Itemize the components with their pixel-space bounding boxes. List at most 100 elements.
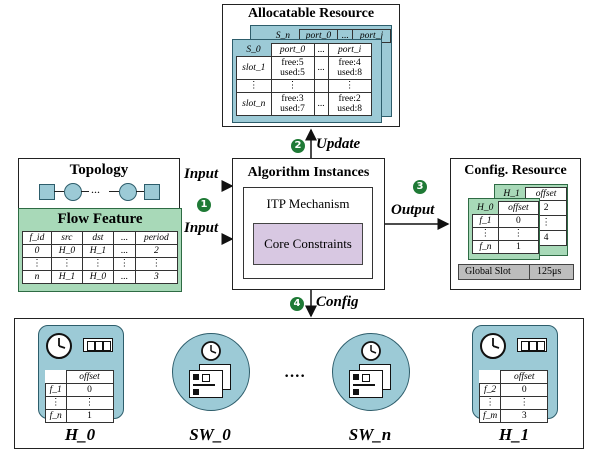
h1-cell: ⋮ bbox=[478, 396, 502, 410]
flow-cell: H_0 bbox=[81, 270, 114, 284]
alloc-front-porti: port_i bbox=[327, 43, 372, 57]
core-constraints-box: Core Constraints bbox=[253, 223, 363, 265]
config-front-table: H_0 offset f_1 0 ⋮ ⋮ f_n 1 bbox=[472, 201, 540, 254]
switch-sw0 bbox=[172, 333, 250, 411]
flow-cell: 2 bbox=[134, 244, 179, 258]
config-cell: ⋮ bbox=[497, 227, 540, 241]
alloc-slot-label: slot_1 bbox=[236, 56, 272, 80]
host-h1-name: H_1 bbox=[498, 425, 530, 444]
output-label: Output bbox=[391, 202, 435, 218]
topology-title: Topology bbox=[69, 162, 129, 178]
alloc-front-s0: S_0 bbox=[246, 44, 261, 55]
config-cell: f_n bbox=[472, 240, 499, 254]
switch-table-icon bbox=[349, 370, 383, 398]
flow-feature-title: Flow Feature bbox=[57, 211, 143, 227]
h0-cell: 0 bbox=[65, 383, 114, 397]
alloc-row: slot_n free:3 used:7 ... free:2 used:8 bbox=[236, 92, 372, 116]
topology-line bbox=[136, 191, 144, 192]
config-front-card: H_0 offset f_1 0 ⋮ ⋮ f_n 1 bbox=[468, 198, 540, 260]
alloc-front-port0: port_0 bbox=[270, 43, 315, 57]
alloc-cell: free:3 used:7 bbox=[270, 92, 315, 116]
config-row: f_n 1 bbox=[472, 240, 540, 254]
h1-offset-header: offset bbox=[500, 370, 549, 384]
global-slot-label: Global Slot bbox=[465, 266, 511, 277]
switch-swn bbox=[332, 333, 410, 411]
step-badge-4: 4 bbox=[290, 297, 304, 311]
h0-cell: f_1 bbox=[45, 383, 67, 397]
config-front-offset: offset bbox=[497, 201, 540, 215]
input-label-topology: Input bbox=[184, 166, 219, 182]
config-resource-title: Config. Resource bbox=[464, 163, 567, 178]
flow-cell: H_1 bbox=[81, 244, 114, 258]
h1-cell: ⋮ bbox=[500, 396, 549, 410]
flow-cell: ... bbox=[112, 244, 136, 258]
flow-feature-panel: Flow Feature f_id src dst ... period 0 H… bbox=[18, 208, 182, 292]
update-label: Update bbox=[316, 136, 361, 152]
topology-panel: Topology ... bbox=[18, 158, 180, 210]
alloc-cell: ⋮ bbox=[327, 79, 372, 93]
alloc-slot-label: ⋮ bbox=[236, 79, 272, 93]
flow-cell: 3 bbox=[134, 270, 179, 284]
clock-icon bbox=[46, 333, 72, 359]
flow-header-cell: f_id bbox=[22, 231, 52, 245]
flow-cell: 0 bbox=[22, 244, 52, 258]
topology-switch-icon bbox=[39, 184, 55, 200]
topology-line bbox=[109, 191, 119, 192]
alloc-front-dots: ... bbox=[313, 43, 329, 57]
global-slot-value: 125μs bbox=[537, 266, 562, 277]
alloc-cell: ... bbox=[313, 56, 329, 80]
clock-icon bbox=[201, 341, 221, 361]
h1-row: ⋮⋮ bbox=[478, 396, 549, 410]
alloc-front-card: S_0 port_0 ... port_i slot_1 free:5 used… bbox=[232, 39, 382, 123]
h1-cell: f_2 bbox=[478, 383, 502, 397]
alloc-cell: ⋮ bbox=[270, 79, 315, 93]
global-slot-bar: Global Slot 125μs bbox=[458, 264, 574, 280]
flow-cell: n bbox=[22, 270, 52, 284]
switch-ellipsis: ···· bbox=[284, 368, 306, 385]
algorithm-instances-title: Algorithm Instances bbox=[247, 165, 370, 180]
global-slot-divider bbox=[529, 265, 530, 279]
topology-dots: ... bbox=[91, 182, 100, 196]
topology-line bbox=[81, 191, 89, 192]
flow-row: 0 H_0 H_1 ... 2 bbox=[22, 244, 179, 258]
flow-feature-table: f_id src dst ... period 0 H_0 H_1 ... 2 … bbox=[22, 231, 179, 284]
alloc-back-sn: S_n bbox=[275, 31, 290, 41]
alloc-cell: free:2 used:8 bbox=[327, 92, 372, 116]
step-badge-3: 3 bbox=[413, 180, 427, 194]
flow-cell: ⋮ bbox=[134, 257, 179, 271]
flow-cell: ... bbox=[112, 270, 136, 284]
flow-header-cell: dst bbox=[81, 231, 114, 245]
alloc-cell: ... bbox=[313, 92, 329, 116]
h1-cell: 3 bbox=[500, 409, 549, 423]
config-cell: 1 bbox=[497, 240, 540, 254]
topology-line bbox=[54, 191, 64, 192]
config-cell: ⋮ bbox=[472, 227, 499, 241]
h1-cell: 0 bbox=[500, 383, 549, 397]
switch-swn-name: SW_n bbox=[348, 425, 392, 444]
switch-table-icon bbox=[189, 370, 223, 398]
step-badge-1: 1 bbox=[197, 198, 211, 212]
input-label-flow: Input bbox=[184, 220, 219, 236]
flow-cell: H_0 bbox=[50, 244, 83, 258]
flow-cell: ⋮ bbox=[50, 257, 83, 271]
step-badge-2: 2 bbox=[291, 139, 305, 153]
flow-cell: ⋮ bbox=[112, 257, 136, 271]
itp-mechanism-label: ITP Mechanism bbox=[266, 196, 350, 211]
config-row: ⋮ ⋮ bbox=[472, 227, 540, 241]
alloc-row: slot_1 free:5 used:5 ... free:4 used:8 bbox=[236, 56, 372, 80]
alloc-front-table: S_0 port_0 ... port_i slot_1 free:5 used… bbox=[236, 43, 372, 116]
flow-header-cell: period bbox=[134, 231, 179, 245]
port-icon bbox=[517, 338, 547, 352]
alloc-cell bbox=[313, 79, 329, 93]
config-label: Config bbox=[316, 294, 359, 310]
algorithm-instances-panel: Algorithm Instances ITP Mechanism Core C… bbox=[232, 158, 385, 290]
flow-header-cell: src bbox=[50, 231, 83, 245]
topology-switch-icon bbox=[144, 184, 160, 200]
